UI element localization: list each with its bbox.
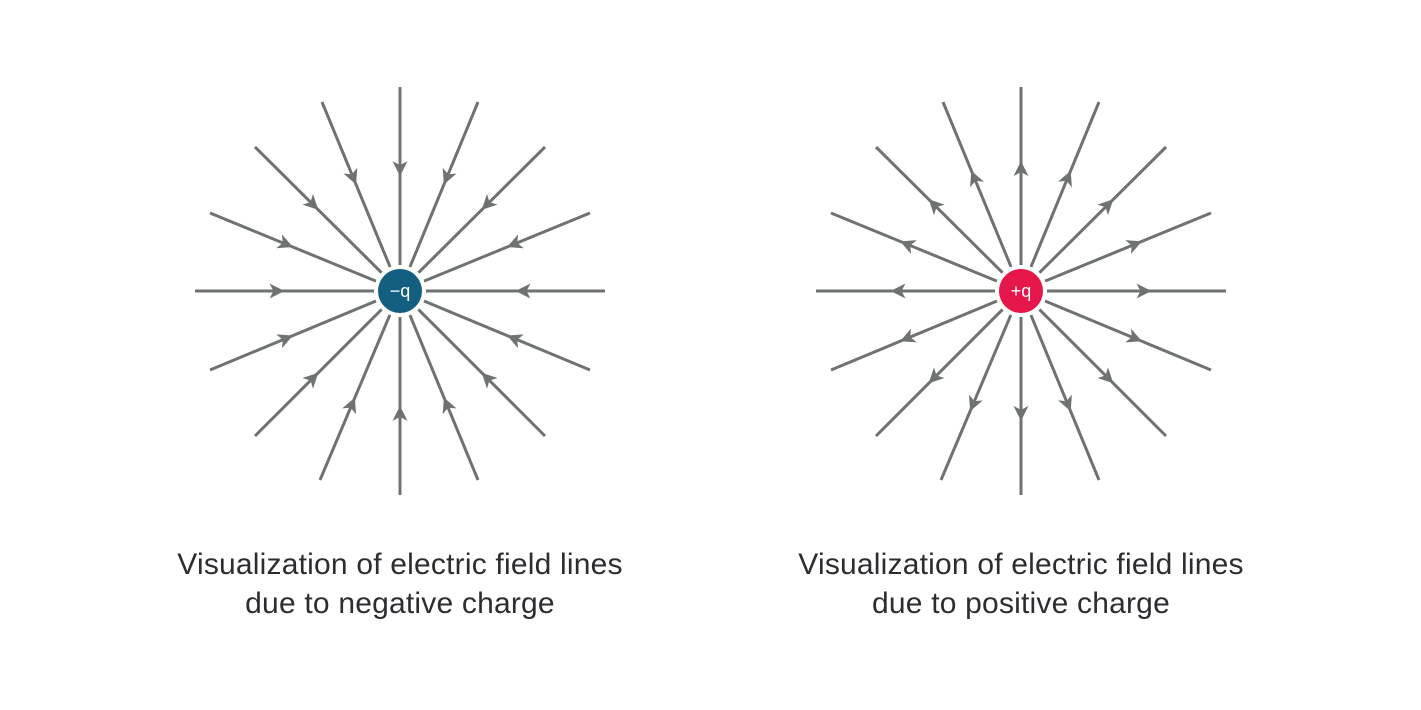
caption-negative-line1: Visualization of electric field lines: [177, 548, 623, 581]
positive-arrowhead-icon: [1058, 394, 1072, 412]
negative-field-line: [209, 211, 377, 283]
positive-charge-diagram: +q: [816, 87, 1226, 495]
positive-field-line: [1044, 211, 1212, 283]
positive-arrowhead-icon: [969, 394, 983, 412]
positive-arrowhead-icon: [928, 367, 945, 384]
caption-positive: Visualization of electric field lines du…: [721, 545, 1321, 623]
positive-field-line: [1029, 101, 1101, 268]
negative-arrowhead-icon: [481, 372, 498, 389]
caption-positive-line1: Visualization of electric field lines: [798, 548, 1244, 581]
positive-arrowhead-icon: [970, 170, 984, 188]
positive-arrowhead-icon: [1125, 240, 1142, 254]
negative-arrowhead-icon: [342, 397, 356, 415]
negative-arrowhead-icon: [302, 194, 319, 210]
negative-arrowhead-icon: [276, 234, 293, 249]
caption-positive-line2: due to positive charge: [872, 587, 1170, 620]
positive-field-line: [874, 145, 1004, 274]
negative-arrowhead-icon: [343, 167, 358, 185]
positive-arrowhead-icon: [1013, 405, 1029, 421]
positive-arrowhead-icon: [900, 240, 917, 254]
positive-field-line: [1029, 314, 1101, 481]
negative-field-line: [417, 308, 547, 438]
positive-field-line: [1038, 308, 1168, 438]
positive-arrowhead-icon: [1136, 283, 1152, 299]
positive-field-line: [1038, 145, 1168, 274]
negative-arrowhead-icon: [507, 234, 524, 249]
positive-arrowhead-icon: [900, 328, 917, 343]
positive-field-line: [874, 308, 1004, 438]
negative-arrowhead-icon: [442, 397, 457, 415]
negative-field-line: [408, 314, 480, 481]
positive-arrowhead-icon: [1013, 161, 1029, 177]
negative-arrowhead-icon: [269, 283, 285, 299]
negative-arrowhead-icon: [392, 405, 408, 421]
negative-field-line: [320, 101, 392, 268]
positive-charge-circle: [999, 269, 1043, 313]
negative-arrowhead-icon: [392, 161, 408, 177]
positive-arrowhead-icon: [1097, 367, 1114, 384]
positive-field-line: [1044, 299, 1212, 372]
negative-field-line: [423, 299, 591, 372]
negative-field-line: [408, 101, 480, 268]
positive-arrowhead-icon: [928, 199, 945, 216]
negative-charge-circle: [378, 269, 422, 313]
negative-arrowhead-icon: [515, 283, 531, 299]
negative-field-line: [209, 299, 377, 372]
positive-arrowhead-icon: [1125, 328, 1142, 343]
caption-negative: Visualization of electric field lines du…: [100, 545, 700, 623]
positive-arrowhead-icon: [890, 283, 906, 299]
positive-field-line: [830, 211, 998, 283]
positive-field-line: [939, 314, 1013, 481]
negative-field-line: [253, 308, 383, 438]
negative-arrowhead-icon: [302, 372, 319, 389]
negative-field-line: [318, 314, 392, 481]
caption-negative-line2: due to negative charge: [245, 587, 555, 620]
negative-arrowhead-icon: [481, 194, 498, 210]
negative-charge-label: −q: [390, 281, 411, 301]
positive-arrowhead-icon: [1058, 170, 1072, 188]
positive-arrowhead-icon: [1097, 199, 1114, 216]
positive-field-line: [830, 299, 998, 372]
negative-arrowhead-icon: [442, 167, 457, 185]
positive-field-line: [941, 101, 1013, 268]
negative-arrowhead-icon: [507, 334, 524, 349]
positive-charge-label: +q: [1011, 281, 1032, 301]
negative-charge-diagram: −q: [195, 87, 605, 495]
negative-arrowhead-icon: [276, 334, 293, 349]
negative-field-line: [423, 211, 591, 283]
